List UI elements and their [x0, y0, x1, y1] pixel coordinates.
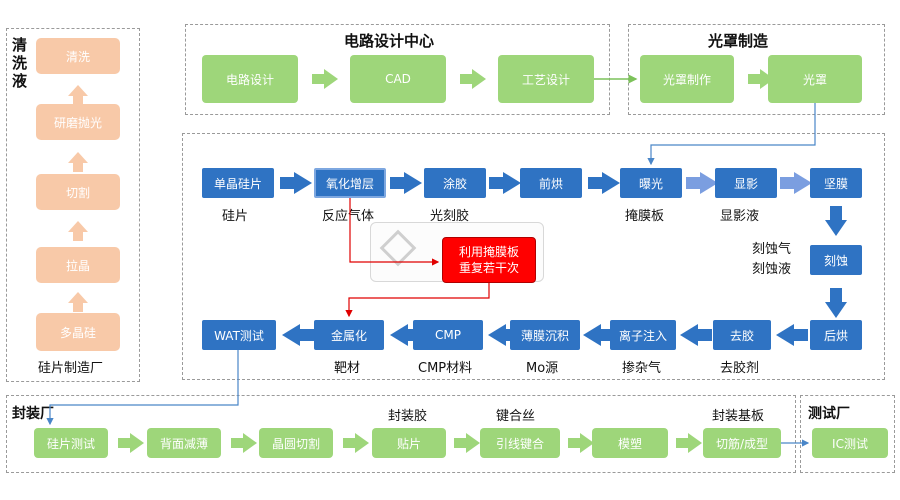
right-arrow-icon — [454, 433, 480, 453]
right-arrow-icon — [588, 172, 620, 194]
mask-step-mask: 光罩 — [768, 55, 862, 103]
right-arrow-icon — [676, 433, 702, 453]
package-step-trim-form: 切筋/成型 — [703, 428, 781, 458]
fab-step-wat-test: WAT测试 — [202, 320, 276, 350]
fab-step-cmp: CMP — [413, 320, 483, 350]
wafer-factory-region — [6, 28, 140, 382]
repeat-line-1: 利用掩膜板 — [458, 245, 519, 259]
design-step-cad: CAD — [350, 55, 446, 103]
repeat-with-mask-box: 利用掩膜板 重复若干次 — [442, 237, 536, 283]
circuit-design-region — [185, 24, 610, 115]
wafer-factory-title: 清 洗 液 — [12, 36, 28, 90]
fab-step-deposition: 薄膜沉积 — [510, 320, 580, 350]
oxidation-to-repeat-line — [349, 198, 440, 266]
material-label: 去胶剂 — [720, 361, 760, 376]
left-arrow-icon — [390, 324, 422, 346]
wat-to-wafer-test-line — [46, 350, 239, 426]
package-step-wire-bond: 引线键合 — [480, 428, 560, 458]
wafer-factory-footer: 硅片制造厂 — [38, 361, 104, 376]
wafer-step-polysilicon: 多晶硅 — [36, 313, 120, 351]
right-arrow-icon — [460, 69, 486, 89]
material-label: 光刻胶 — [430, 209, 470, 224]
etch-gas-label: 刻蚀气 — [752, 242, 792, 257]
material-label: Mo源 — [526, 361, 559, 376]
fab-step-postbake: 后烘 — [810, 320, 862, 350]
right-arrow-icon — [780, 172, 812, 194]
die-attach-material-label: 封装胶 — [388, 409, 428, 424]
material-label: 硅片 — [222, 209, 249, 224]
fab-region — [182, 133, 885, 380]
testing-region — [800, 395, 895, 473]
fab-step-etch: 刻蚀 — [810, 245, 862, 275]
fab-step-implant: 离子注入 — [610, 320, 676, 350]
wafer-step-crystal-pulling: 拉晶 — [36, 247, 120, 283]
package-step-molding: 模塑 — [592, 428, 668, 458]
mask-to-exposure-line — [647, 103, 816, 166]
repeat-to-metallization-line — [345, 283, 490, 318]
material-label: CMP材料 — [418, 361, 473, 376]
right-arrow-icon — [686, 172, 718, 194]
right-arrow-icon — [312, 69, 338, 89]
fab-step-prebake: 前烘 — [520, 168, 582, 198]
left-arrow-icon — [282, 324, 314, 346]
left-arrow-icon — [680, 324, 712, 346]
package-step-wafer-test: 硅片测试 — [34, 428, 108, 458]
design-step-circuit: 电路设计 — [202, 55, 298, 103]
wafer-step-polishing: 研磨抛光 — [36, 104, 120, 140]
fab-step-coating: 涂胶 — [424, 168, 486, 198]
left-arrow-icon — [583, 324, 615, 346]
trim-form-material-label: 封装基板 — [712, 409, 765, 424]
up-arrow-icon — [68, 85, 88, 105]
package-step-die-attach: 贴片 — [372, 428, 446, 458]
material-label: 掺杂气 — [622, 361, 662, 376]
right-arrow-icon — [231, 433, 257, 453]
right-arrow-icon — [489, 172, 521, 194]
circuit-design-title: 电路设计中心 — [344, 32, 435, 50]
design-step-process: 工艺设计 — [498, 55, 594, 103]
material-label: 掩膜板 — [625, 209, 665, 224]
test-step-ic: IC测试 — [812, 428, 888, 458]
down-arrow-icon — [825, 206, 847, 236]
wafer-step-cleaning: 清洗 — [36, 38, 120, 74]
fab-step-hardbake: 坚膜 — [810, 168, 862, 198]
mask-region — [628, 24, 885, 115]
right-arrow-icon — [118, 433, 144, 453]
left-arrow-icon — [488, 324, 520, 346]
fab-step-metallization: 金属化 — [314, 320, 384, 350]
repeat-line-2: 重复若干次 — [458, 261, 519, 275]
down-arrow-icon — [825, 288, 847, 318]
material-label: 靶材 — [334, 361, 361, 376]
etch-liquid-label: 刻蚀液 — [752, 262, 792, 277]
package-step-backgrind: 背面减薄 — [147, 428, 221, 458]
right-arrow-icon — [568, 433, 594, 453]
wafer-step-slicing: 切割 — [36, 174, 120, 210]
right-arrow-icon — [343, 433, 369, 453]
material-label: 显影液 — [720, 209, 760, 224]
mask-title: 光罩制造 — [708, 32, 769, 50]
wire-bond-material-label: 键合丝 — [496, 409, 536, 424]
fab-step-oxidation: 氧化增层 — [314, 168, 386, 198]
fab-step-develop: 显影 — [715, 168, 777, 198]
testing-title: 测试厂 — [808, 406, 850, 422]
fab-step-exposure: 曝光 — [620, 168, 682, 198]
right-arrow-icon — [390, 172, 422, 194]
up-arrow-icon — [68, 152, 88, 172]
material-label: 反应气体 — [322, 209, 375, 224]
mask-step-making: 光罩制作 — [640, 55, 734, 103]
fab-step-single-crystal-wafer: 单晶硅片 — [202, 168, 274, 198]
left-arrow-icon — [776, 324, 808, 346]
right-arrow-icon — [280, 172, 312, 194]
packaging-title: 封装厂 — [12, 406, 54, 422]
fab-step-strip: 去胶 — [713, 320, 771, 350]
package-step-dicing: 晶圆切割 — [259, 428, 333, 458]
up-arrow-icon — [68, 292, 88, 312]
packaging-region — [6, 395, 796, 473]
up-arrow-icon — [68, 221, 88, 241]
